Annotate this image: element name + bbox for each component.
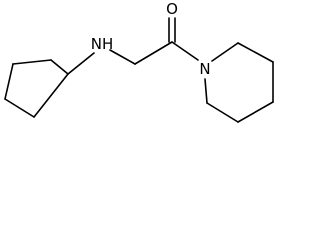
ring-to-nh-bond <box>67 52 95 75</box>
ch2-to-carbonyl-bond <box>134 41 173 65</box>
carbonyl-double-bond <box>168 17 176 43</box>
cyclopentyl-ring <box>4 59 69 118</box>
ring-bond <box>50 59 69 75</box>
ring-bond <box>237 42 274 63</box>
ring-bond <box>211 42 239 62</box>
nitrogen-atom-label: N <box>199 60 210 78</box>
ring-bond <box>237 101 274 123</box>
nh-to-ch2-bond <box>109 49 136 65</box>
linker-chain <box>67 41 173 75</box>
nh-atom-label: NH <box>91 35 114 53</box>
piperidine-ring <box>204 42 274 123</box>
ring-bond <box>204 78 208 104</box>
ring-bond <box>33 73 69 118</box>
ring-bond <box>4 98 35 118</box>
molecule-structure: NH O N <box>4 0 274 123</box>
structure-canvas: NH O N <box>0 0 278 132</box>
carbonyl-to-n-bond <box>171 41 199 61</box>
ring-bond <box>4 63 14 100</box>
ring-bond <box>12 59 52 65</box>
oxygen-atom-label: O <box>166 0 178 18</box>
ring-bond <box>206 102 239 123</box>
